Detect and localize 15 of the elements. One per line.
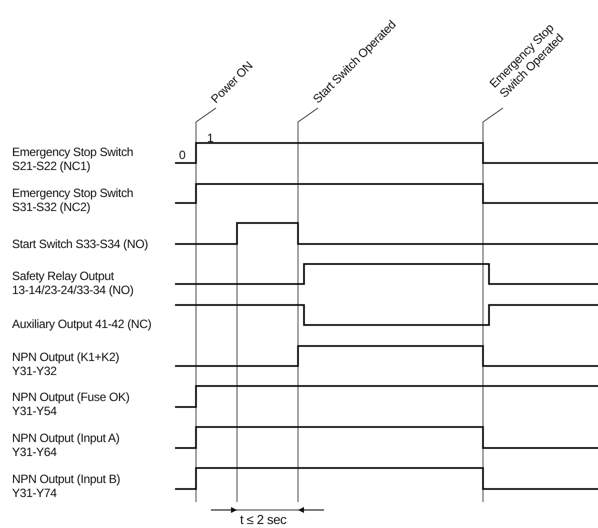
signal-label: Emergency Stop Switch S21-S22 (NC1) — [12, 145, 134, 173]
state-label: 1 — [207, 131, 214, 145]
state-label: 0 — [179, 148, 186, 162]
signal-label: Start Switch S33-S34 (NO) — [12, 237, 148, 251]
signal-label: Auxiliary Output 41-42 (NC) — [12, 317, 152, 331]
leader-line — [196, 108, 216, 128]
dimension-label: t ≤ 2 sec — [240, 513, 286, 527]
signal-label: NPN Output (Fuse OK) Y31-Y54 — [12, 390, 130, 418]
signal-label: NPN Output (K1+K2) Y31-Y32 — [12, 350, 120, 378]
signal-label: Safety Relay Output 13-14/23-24/33-34 (NO) — [12, 269, 134, 297]
leader-line — [482, 108, 504, 128]
signal-label: Emergency Stop Switch S31-S32 (NC2) — [12, 186, 134, 214]
signal-label: NPN Output (Input A) Y31-Y64 — [12, 431, 120, 459]
leader-line — [298, 108, 318, 128]
signal-label: NPN Output (Input B) Y31-Y74 — [12, 472, 122, 500]
